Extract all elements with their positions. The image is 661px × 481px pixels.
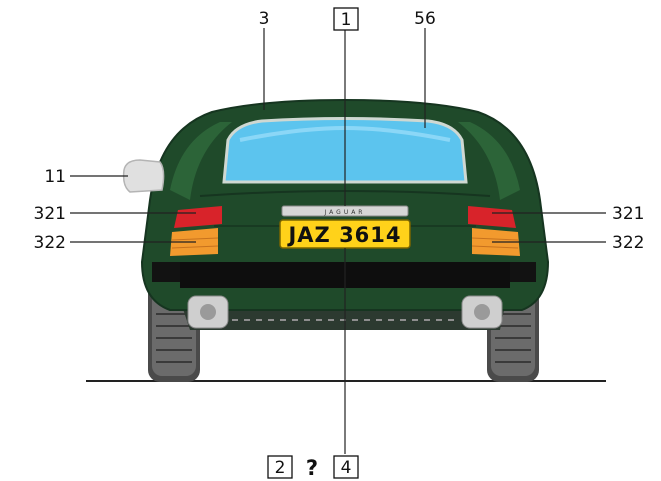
callout-left-321: 321 (34, 204, 66, 224)
callout-right-321: 321 (612, 204, 644, 224)
boxed-label-2-text: 2 (275, 458, 286, 478)
left-lamp-cluster (170, 206, 222, 256)
left-exhaust (187, 295, 229, 329)
left-brake-lamp (174, 206, 222, 228)
boxed-label-4: 4 (333, 455, 359, 479)
right-exhaust (461, 295, 503, 329)
plate-text: JAZ 3614 (286, 223, 401, 247)
callout-left-322: 322 (34, 233, 66, 253)
right-brake-lamp (468, 206, 516, 228)
boxed-label-2: 2 (267, 455, 293, 479)
badge-text: JAGUAR (324, 209, 366, 216)
callout-56: 56 (414, 9, 436, 29)
boxed-label-1: 1 (333, 7, 359, 31)
callout-right-322: 322 (612, 233, 644, 253)
callout-3: 3 (259, 9, 270, 29)
boxed-label-4-text: 4 (341, 458, 352, 478)
wing-mirror (122, 159, 165, 193)
callout-11: 11 (44, 167, 66, 187)
question-mark: ? (306, 456, 318, 480)
boxed-label-1-text: 1 (341, 10, 352, 30)
